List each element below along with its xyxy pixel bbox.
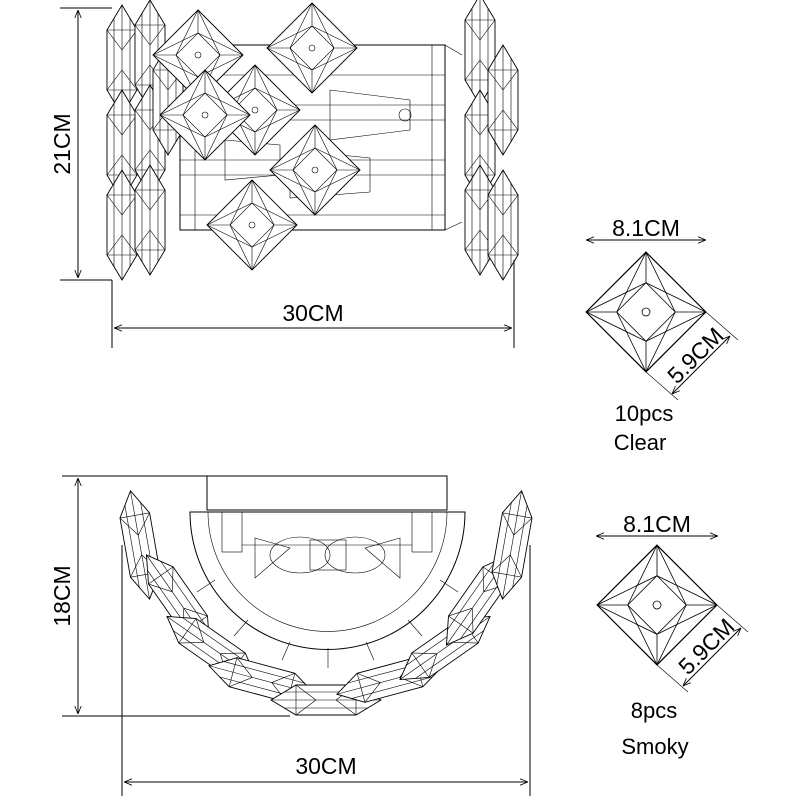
top-view: 18CM 30CM	[49, 475, 537, 796]
crystal-detail-clear: 8.1CM 5.9CM 10pcs Clear	[585, 215, 739, 455]
crystal-quantity: 10pcs	[615, 401, 674, 426]
bulb-holder	[329, 89, 411, 141]
front-width-label: 30CM	[282, 300, 343, 326]
wall-plate	[206, 475, 448, 511]
crystal-finish: Clear	[614, 430, 667, 455]
crystal-width-label: 8.1CM	[623, 511, 691, 537]
crystal-quantity: 8pcs	[631, 698, 677, 723]
crystal-width-label: 8.1CM	[612, 215, 680, 241]
crystal-finish: Smoky	[621, 734, 688, 759]
front-height-label: 21CM	[49, 113, 75, 174]
bowl-outer	[189, 511, 466, 650]
crystal-detail-smoky: 8.1CM 5.9CM 8pcs Smoky	[596, 511, 749, 759]
front-view: 21CM 30CM	[49, 0, 519, 348]
top-depth-label: 18CM	[49, 565, 75, 626]
top-width-label: 30CM	[295, 753, 356, 779]
bulb-holders	[221, 511, 433, 579]
